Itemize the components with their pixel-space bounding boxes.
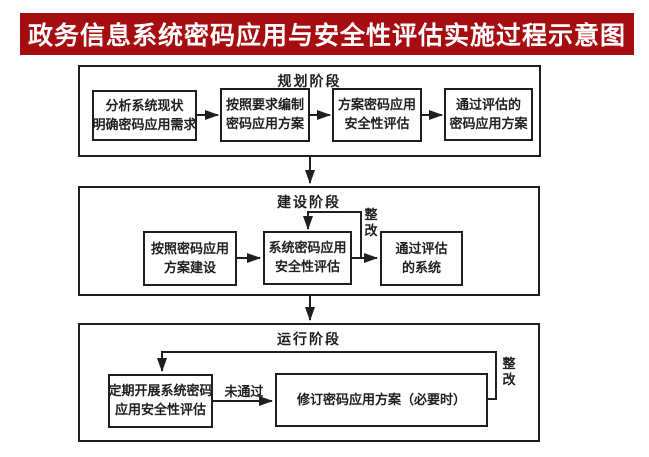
box-text-line: 密码应用方案: [225, 116, 304, 131]
box-text-line: 安全性评估: [344, 116, 410, 131]
box-text-line: 明确密码应用需求: [92, 116, 197, 132]
box-text-line: 方案密码应用: [337, 97, 416, 113]
box-text-line: 系统密码应用: [268, 240, 347, 256]
box-text-line: 定期开展系统密码: [108, 383, 213, 399]
box-text-line: 应用安全性评估: [114, 402, 206, 417]
box-text-line: 按照要求编制: [225, 97, 304, 113]
title-banner: 政务信息系统密码应用与安全性评估实施过程示意图: [20, 13, 634, 55]
box-text-line: 通过评估的: [455, 96, 521, 112]
box-system-security-assessment: 系统密码应用 安全性评估: [263, 231, 352, 285]
page-title: 政务信息系统密码应用与安全性评估实施过程示意图: [27, 22, 626, 50]
edge-label-not-passed: 未通过: [224, 384, 264, 399]
box-text-line: 按照密码应用: [150, 240, 229, 256]
box-text-line: 密码应用方案: [449, 115, 528, 131]
stage-planning-label: 规划阶段: [277, 73, 342, 89]
box-text-line: 的系统: [401, 259, 441, 275]
stage-operation-label: 运行阶段: [277, 331, 341, 347]
box-text-line: 安全性评估: [274, 259, 340, 274]
box-text-line: 通过评估: [395, 240, 448, 256]
box-text-line: 修订密码应用方案（必要时）: [296, 391, 466, 407]
stage-construction-label: 建设阶段: [277, 194, 341, 210]
box-analyze-system-needs: 分析系统现状 明确密码应用需求: [92, 90, 197, 141]
box-text-line: 方案建设: [163, 259, 216, 275]
box-text-line: 分析系统现状: [105, 97, 184, 113]
box-plan-security-assessment: 方案密码应用 安全性评估: [332, 88, 422, 142]
loop-label-rectify-operation: 整改: [502, 356, 516, 388]
box-draft-crypto-plan: 按照要求编制 密码应用方案: [220, 88, 310, 142]
box-revise-crypto-plan: 修订密码应用方案（必要时）: [275, 373, 488, 427]
box-build-per-plan: 按照密码应用 方案建设: [143, 231, 237, 286]
loop-label-rectify-construction: 整改: [364, 207, 378, 239]
box-approved-crypto-plan: 通过评估的 密码应用方案: [444, 88, 533, 141]
box-approved-system: 通过评估 的系统: [380, 231, 463, 286]
box-periodic-security-assessment: 定期开展系统密码 应用安全性评估: [108, 374, 213, 428]
